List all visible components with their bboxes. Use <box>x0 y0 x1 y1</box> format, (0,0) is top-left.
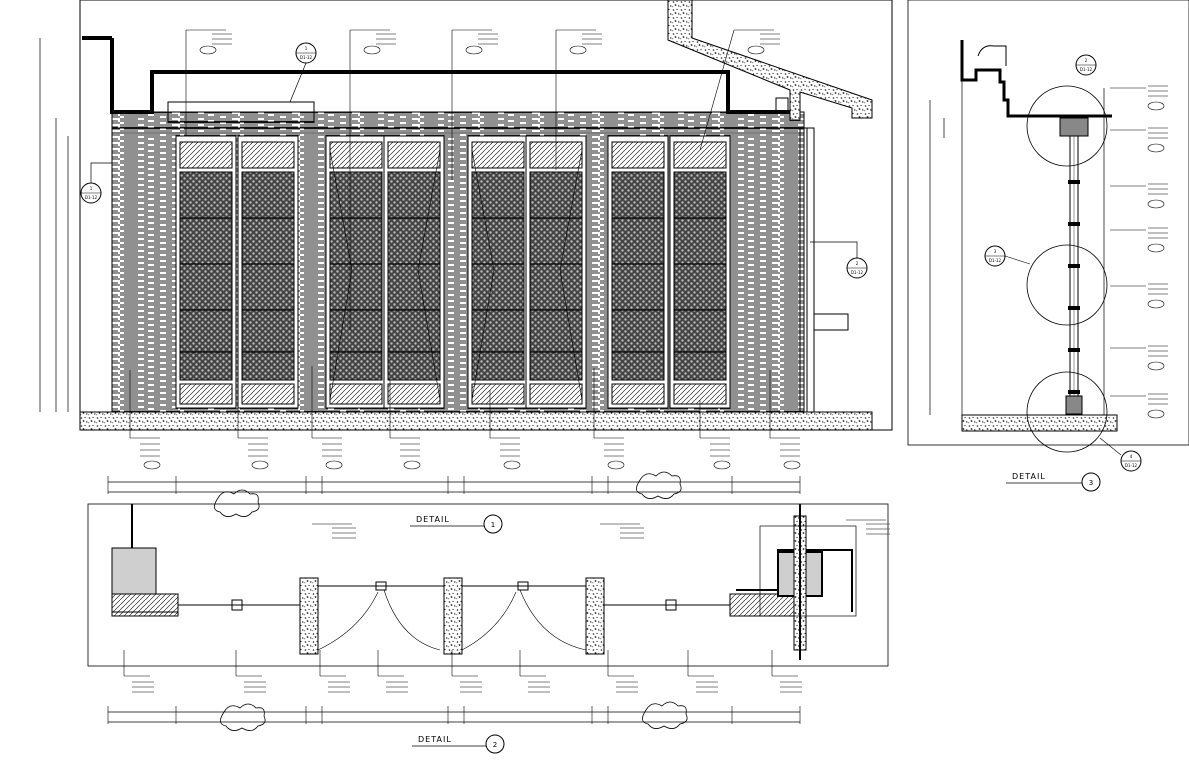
glass-panel <box>673 171 727 381</box>
header-box <box>167 101 315 123</box>
glass-panel <box>241 171 295 381</box>
glass-panel <box>179 171 233 381</box>
front-elevation <box>39 0 893 431</box>
dimension-strip-top <box>107 471 801 517</box>
side-section <box>907 0 1189 453</box>
ceiling-profile <box>82 36 790 114</box>
plan-view <box>87 503 889 667</box>
detail-title: DETAIL <box>418 735 452 744</box>
detail-number: 2 <box>493 741 497 749</box>
callout-number: 2 <box>1085 58 1088 63</box>
side-annotations <box>1110 85 1168 419</box>
door-panels <box>175 135 731 409</box>
detail-number: 1 <box>491 521 495 529</box>
detail-3-title: DETAIL 3 <box>1006 472 1101 492</box>
plan-annotations <box>123 519 890 693</box>
callout-section-right: 2 D1-12 <box>810 241 868 279</box>
glass-panel <box>611 171 665 381</box>
roof-beam <box>667 0 873 121</box>
floor-slab <box>79 411 873 431</box>
callout-circle-top: 2 D1-12 <box>1075 54 1097 76</box>
glass-panel <box>387 171 441 381</box>
callout-ref: D1-12 <box>851 270 864 275</box>
callout-number: 1 <box>90 186 93 191</box>
annotation-leaders <box>129 29 801 470</box>
callout-number: 3 <box>994 249 997 254</box>
left-column-block <box>111 547 157 595</box>
detail-1-title: DETAIL 1 <box>410 514 503 534</box>
pivot-post-1 <box>299 577 319 655</box>
glass-panel <box>329 171 383 381</box>
glass-panel <box>471 171 525 381</box>
detail-title: DETAIL <box>416 515 450 524</box>
glass-panel <box>529 171 583 381</box>
section-floor <box>961 414 1118 432</box>
callout-ref: D1-12 <box>1125 463 1138 468</box>
detail-2-title: DETAIL 2 <box>412 734 505 754</box>
dimension-strip-bottom <box>107 701 801 731</box>
callout-ref: D1-12 <box>85 195 98 200</box>
detail-number: 3 <box>1089 479 1093 487</box>
callout-ref: D1-12 <box>1080 67 1093 72</box>
callout-section-top: 1 D1-12 <box>289 42 317 103</box>
callout-ref: D1-12 <box>300 55 313 60</box>
callout-number: 2 <box>856 261 859 266</box>
callout-number: 1 <box>305 46 308 51</box>
pivot-post-2 <box>443 577 463 655</box>
detail-title: DETAIL <box>1012 472 1046 481</box>
callout-ref: D1-12 <box>989 258 1002 263</box>
callout-section-left: 1 D1-12 <box>80 162 112 204</box>
callout-circle-bottom: 4 D1-12 <box>1099 437 1142 472</box>
callout-circle-mid: 3 D1-12 <box>984 245 1031 267</box>
callout-number: 4 <box>1130 454 1133 459</box>
pivot-post-3 <box>585 577 605 655</box>
